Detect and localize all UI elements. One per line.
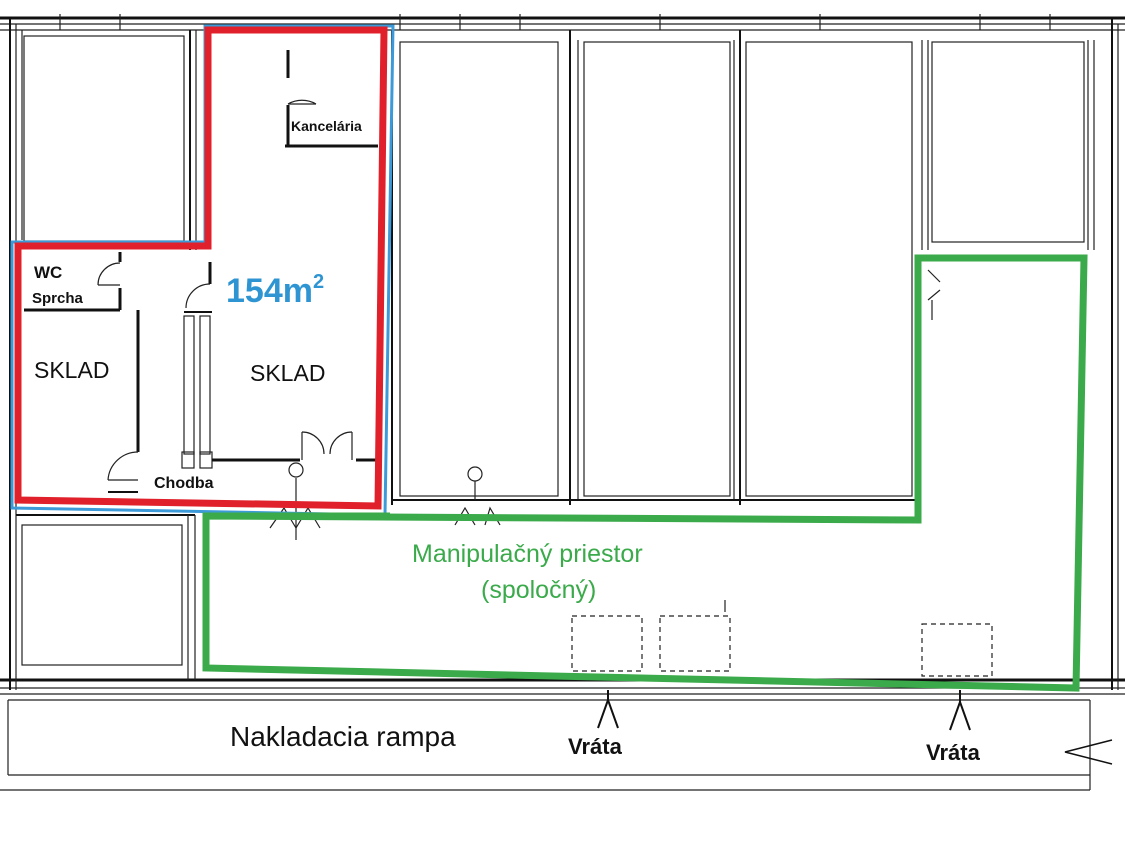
room-label-sklad-left: SKLAD [34, 357, 109, 383]
area-label: 154m2 [226, 271, 324, 310]
room-label-wc: WC [34, 263, 62, 282]
shared-area-label-line2: (spoločný) [481, 576, 596, 604]
blue-unit-outline [10, 24, 395, 517]
room-label-chodba: Chodba [154, 475, 214, 492]
red-unit-outline [14, 26, 388, 510]
room-label-sklad-right: SKLAD [250, 360, 325, 386]
ramp-label: Nakladacia rampa [230, 721, 456, 752]
gate-arrows [597, 690, 1113, 765]
room-label-sprcha: Sprcha [32, 290, 84, 307]
green-shared-outline [202, 254, 1088, 692]
gate-label-1: Vráta [568, 734, 623, 759]
dashed-boxes [571, 600, 993, 677]
room-label-kancelaria: Kancelária [291, 118, 362, 134]
unit-outlines [10, 24, 1088, 692]
shared-area-label-line1: Manipulačný priestor [412, 540, 643, 568]
gate-label-2: Vráta [926, 740, 981, 765]
